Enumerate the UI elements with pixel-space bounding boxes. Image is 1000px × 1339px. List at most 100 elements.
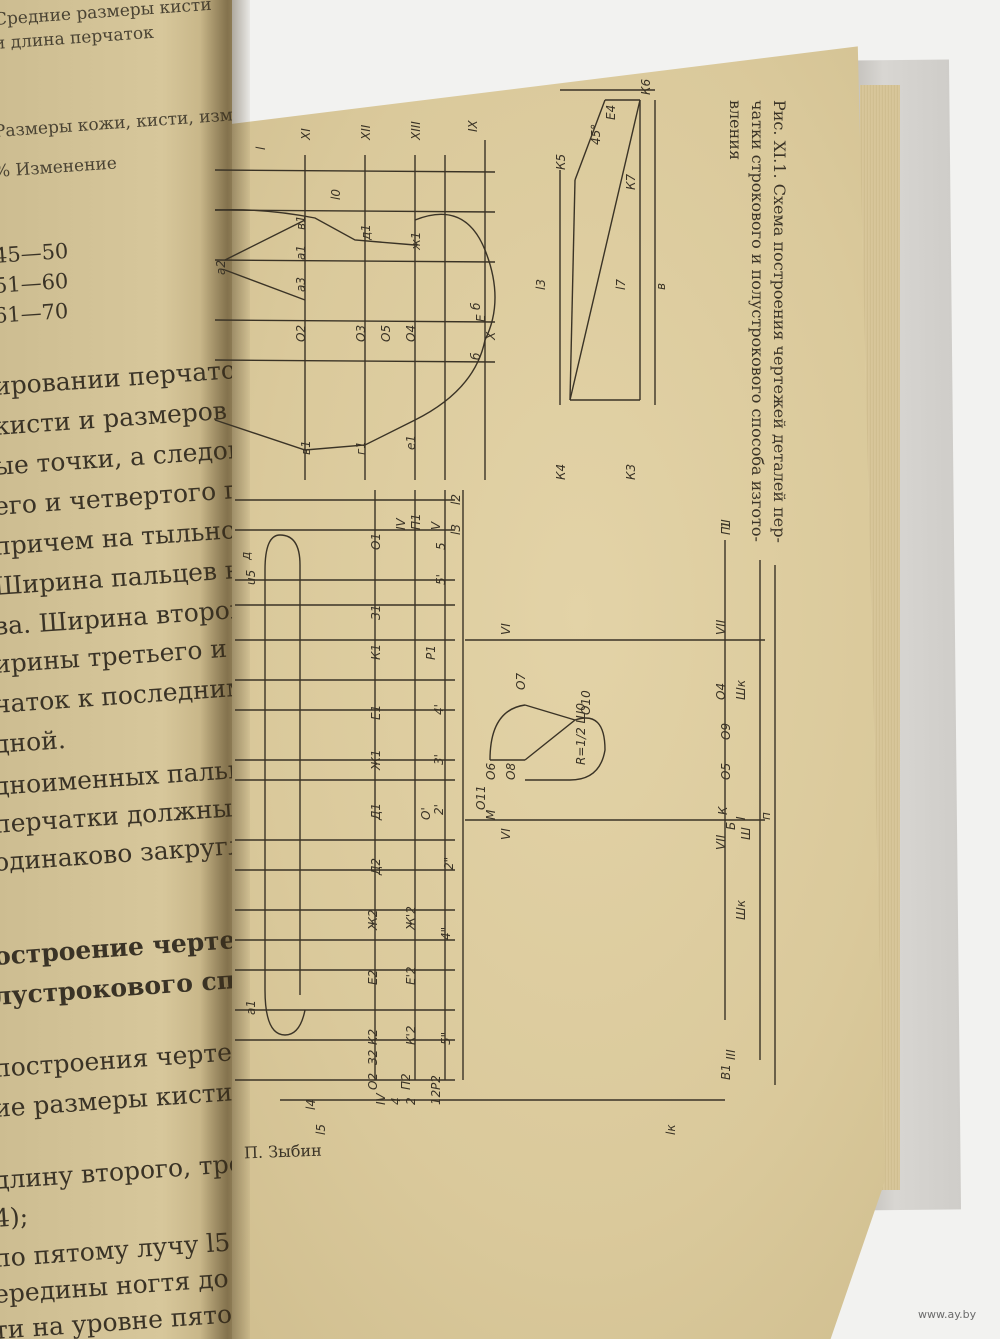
drawing-label-o7: О7 — [514, 673, 528, 690]
left-page-line: ие размеры кисти, мо — [0, 1074, 232, 1123]
drawing-label-r: R=1/2 Ш0 — [574, 703, 588, 765]
drawing-label-zh2p: Ж'2 — [404, 906, 418, 931]
drawing-label-l5: l5 — [314, 1124, 328, 1135]
drawing-label-o2: О2 — [294, 325, 308, 342]
caption-line-2: чатки строкового и полустрокового способ… — [748, 100, 767, 542]
drawing-label-d1: Д1 — [369, 803, 383, 821]
drawing-label-e2: Е2 — [366, 970, 380, 985]
drawing-label-lk: lк — [664, 1124, 678, 1135]
drawing-label-threep: 3' — [432, 754, 446, 765]
drawing-label-vi: VI — [499, 623, 513, 635]
drawing-label-vib: VI — [499, 828, 513, 840]
figure-caption: Рис. XI.1. Схема построения чертежей дет… — [726, 100, 790, 543]
drawing-label-pi: П1 — [409, 513, 423, 530]
triangle-figure — [559, 89, 656, 405]
drawing-label-o1: О1 — [369, 533, 383, 550]
drawing-label-k7: К7 — [624, 173, 638, 190]
drawing-label-e1: е1 — [404, 435, 418, 450]
drawing-label-l2: l2 — [449, 494, 463, 505]
drawing-label-o9: О9 — [719, 723, 733, 740]
drawing-label-zh1: ж1 — [409, 232, 423, 251]
drawing-label-roman_xi: XI — [299, 128, 313, 141]
drawing-label-angle: 45° — [589, 124, 603, 145]
watermark: www.ay.by — [918, 1308, 977, 1321]
drawing-label-o5: О5 — [719, 763, 733, 780]
drawing-label-z2: З2 — [366, 1050, 380, 1065]
left-page-line: дной. — [0, 725, 67, 759]
drawing-label-p2b: Р2 — [429, 1075, 443, 1090]
main-figure — [235, 490, 725, 1101]
drawing-label-z1: З1 — [369, 605, 383, 620]
drawing-label-i: I — [734, 816, 748, 820]
drawing-label-o2: О2 — [366, 1073, 380, 1090]
caption-line-1: Рис. XI.1. Схема построения чертежей дет… — [770, 100, 789, 543]
drawing-label-e2p: Е'2 — [404, 966, 418, 985]
drawing-label-o6: О6 — [484, 763, 498, 780]
drawing-label-n: п — [759, 812, 773, 820]
drawing-label-o5: О5 — [379, 325, 393, 342]
left-page-line: 4); — [0, 1201, 30, 1233]
left-page-line: остроение чертежа детал — [0, 916, 232, 971]
drawing-label-k5: К5 — [554, 154, 568, 170]
drawing-label-roman_xii: XII — [359, 124, 373, 141]
drawing-label-b: Б — [724, 822, 738, 830]
top-figure — [214, 140, 496, 480]
drawing-label-k1: К1 — [369, 644, 383, 660]
drawing-label-g1: г1 — [354, 441, 368, 455]
drawing-label-d: д — [239, 552, 253, 561]
drawing-label-k3: К3 — [624, 464, 638, 480]
drawing-label-d2: Д2 — [369, 858, 383, 876]
drawing-label-ivb: IV — [374, 1092, 388, 1105]
drawing-label-e1: Е1 — [369, 705, 383, 720]
drawing-label-a2: а2 — [214, 260, 228, 275]
drawing-label-x: Х — [484, 331, 498, 341]
drawing-label-o4: О4 — [714, 683, 728, 700]
drawing-label-v1: в1 — [299, 440, 313, 455]
drawing-label-roman_xiii: XIII — [409, 121, 423, 141]
left-page-line: построения чертежа пал — [0, 1031, 232, 1083]
drawing-label-b1: в1 — [294, 215, 308, 230]
drawing-label-l4: l4 — [304, 1099, 318, 1110]
left-page-line: 45—50 — [0, 238, 70, 268]
drawing-label-twelve: 12 — [429, 1090, 443, 1105]
drawing-label-two: 2 — [404, 1097, 418, 1105]
drawing-label-e: Е — [474, 314, 488, 322]
drawing-label-viib: VII — [714, 834, 728, 850]
drawing-label-twop: 2' — [432, 804, 446, 815]
drawing-label-letter_v: в — [654, 283, 668, 290]
left-page-line: 51—60 — [0, 268, 70, 298]
drawing-label-delta: б — [469, 352, 483, 360]
drawing-label-u5: u5 — [244, 570, 258, 585]
left-page-line: ировании перчаток надо уч — [0, 346, 232, 401]
drawing-label-o3: О3 — [354, 325, 368, 342]
drawing-label-p2: П2 — [399, 1073, 413, 1090]
drawing-label-zh2: Ж2 — [366, 909, 380, 931]
drawing-label-k2: К2 — [366, 1029, 380, 1045]
drawing-label-k6: К6 — [639, 78, 653, 95]
drawing-label-zh1: Ж1 — [369, 749, 383, 771]
drawing-label-l0: l0 — [329, 189, 343, 200]
drawing-label-o8: О8 — [504, 763, 518, 780]
drawing-label-l7: l7 — [614, 279, 628, 290]
drawing-label-fivep: 5' — [434, 574, 448, 585]
drawing-label-k: К — [716, 806, 730, 815]
caption-line-3: вления — [726, 100, 745, 161]
drawing-label-g1: Г1 — [719, 521, 733, 535]
drawing-label-a1: а1 — [244, 1000, 258, 1015]
drawing-label-iii: III — [719, 519, 733, 530]
drawing-label-shk2: Шк — [734, 679, 748, 700]
drawing-label-l: l — [254, 146, 268, 150]
drawing-label-roman_ix: IX — [466, 119, 480, 132]
drawing-label-k2p: К'2 — [404, 1026, 418, 1045]
drawing-label-five: 5 — [434, 542, 448, 550]
drawing-label-v: V — [429, 521, 443, 530]
drawing-label-sh: Ш — [739, 827, 753, 840]
left-page-line: % Изменение — [0, 153, 118, 182]
thumb-figure — [465, 540, 776, 1085]
right-page — [205, 46, 885, 1339]
drawing-label-k4: К4 — [554, 464, 568, 480]
drawing-label-iv: IV — [394, 517, 408, 530]
